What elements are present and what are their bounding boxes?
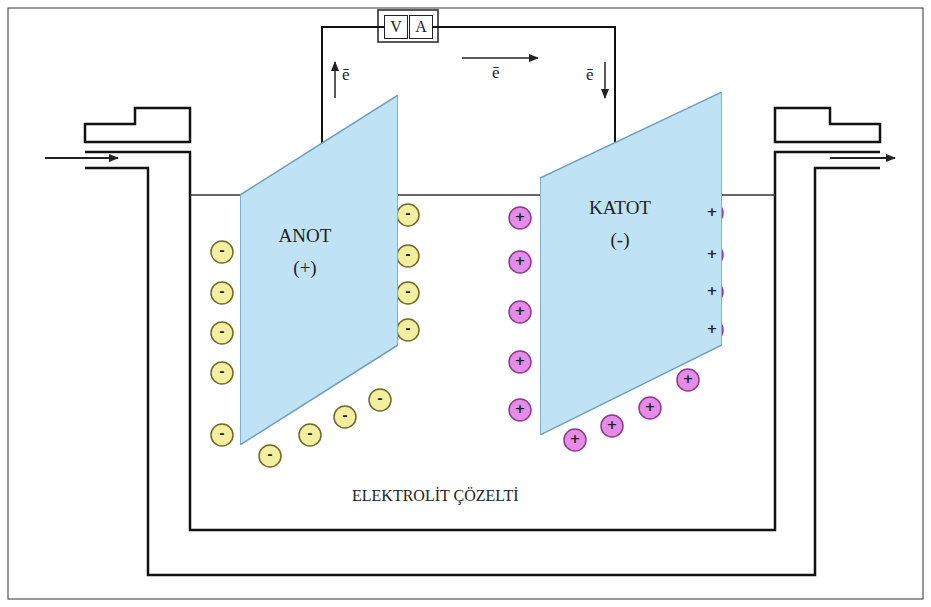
cation-circle bbox=[509, 301, 531, 323]
anion-circle bbox=[211, 362, 233, 384]
cation-circle bbox=[509, 399, 531, 421]
cation-sign: + bbox=[509, 351, 531, 373]
anion-circle bbox=[211, 424, 233, 446]
cation-circle bbox=[509, 251, 531, 273]
electron-arrow bbox=[604, 62, 606, 98]
cathode-plate: KATOT(-) bbox=[540, 92, 722, 435]
anion-circle bbox=[259, 445, 281, 467]
anion-sign: - bbox=[211, 362, 233, 384]
outflow-arrow bbox=[830, 157, 895, 159]
anion-sign: - bbox=[211, 241, 233, 263]
cation-circle bbox=[509, 351, 531, 373]
tank-inner-wall bbox=[85, 152, 880, 530]
electron-symbol: ē bbox=[492, 64, 500, 81]
electron-symbol: ē bbox=[586, 66, 594, 83]
tank-outer-wall bbox=[85, 168, 880, 575]
electrode-polarity: (+) bbox=[240, 252, 370, 284]
cation-sign: + bbox=[509, 301, 531, 323]
plate-shape bbox=[240, 95, 398, 445]
anion-circle bbox=[397, 204, 419, 226]
cation-circle bbox=[677, 369, 699, 391]
anion-sign: - bbox=[211, 424, 233, 446]
electron-arrow bbox=[334, 62, 336, 98]
anion-sign: - bbox=[259, 445, 281, 467]
anion-sign: - bbox=[211, 282, 233, 304]
cation-sign: + bbox=[601, 415, 623, 437]
anion-circle bbox=[211, 282, 233, 304]
anion-circle bbox=[334, 406, 356, 428]
inflow-arrow bbox=[45, 157, 118, 159]
plate-shape bbox=[540, 92, 722, 435]
cation-circle bbox=[564, 429, 586, 451]
anion-circle bbox=[397, 319, 419, 341]
electrode-polarity: (-) bbox=[540, 224, 700, 256]
ammeter-box: A bbox=[409, 15, 433, 39]
meter-symbol: A bbox=[415, 19, 427, 35]
anion-circle bbox=[397, 282, 419, 304]
voltmeter-box: V bbox=[384, 15, 408, 39]
wire bbox=[433, 27, 615, 143]
cation-circle bbox=[639, 397, 661, 419]
outlet-flange bbox=[775, 108, 880, 142]
cation-sign: + bbox=[509, 251, 531, 273]
meter-symbol: V bbox=[390, 19, 402, 35]
electron-arrow bbox=[462, 57, 538, 59]
electrode-name: ANOT bbox=[240, 220, 370, 252]
inlet-flange bbox=[85, 108, 190, 142]
cation-sign: + bbox=[701, 244, 723, 266]
cation-circle bbox=[601, 415, 623, 437]
anion-sign: - bbox=[334, 406, 356, 428]
frame bbox=[8, 8, 923, 599]
electron-symbol: ē bbox=[342, 66, 350, 83]
anion-circle bbox=[397, 245, 419, 267]
anion-circle bbox=[211, 322, 233, 344]
anion-sign: - bbox=[397, 319, 419, 341]
plate-outline bbox=[240, 95, 398, 445]
cation-sign: + bbox=[701, 281, 723, 303]
cation-sign: + bbox=[701, 319, 723, 341]
anion-sign: - bbox=[299, 424, 321, 446]
cation-sign: + bbox=[639, 397, 661, 419]
cation-sign: + bbox=[509, 207, 531, 229]
cation-sign: + bbox=[701, 202, 723, 224]
electrode-name: KATOT bbox=[540, 192, 700, 224]
cation-sign: + bbox=[509, 399, 531, 421]
plate-outline bbox=[540, 92, 722, 435]
anion-sign: - bbox=[369, 389, 391, 411]
anion-sign: - bbox=[211, 322, 233, 344]
electrolyte-label: ELEKTROLİT ÇÖZELTİ bbox=[352, 488, 519, 504]
anode-plate: ANOT(+) bbox=[240, 95, 398, 445]
cation-sign: + bbox=[677, 369, 699, 391]
anion-circle bbox=[299, 424, 321, 446]
cation-circle bbox=[509, 207, 531, 229]
anion-circle bbox=[211, 241, 233, 263]
cation-sign: + bbox=[564, 429, 586, 451]
anion-sign: - bbox=[397, 282, 419, 304]
anion-sign: - bbox=[397, 245, 419, 267]
anion-circle bbox=[369, 389, 391, 411]
meter-housing bbox=[378, 10, 438, 42]
anion-sign: - bbox=[397, 204, 419, 226]
